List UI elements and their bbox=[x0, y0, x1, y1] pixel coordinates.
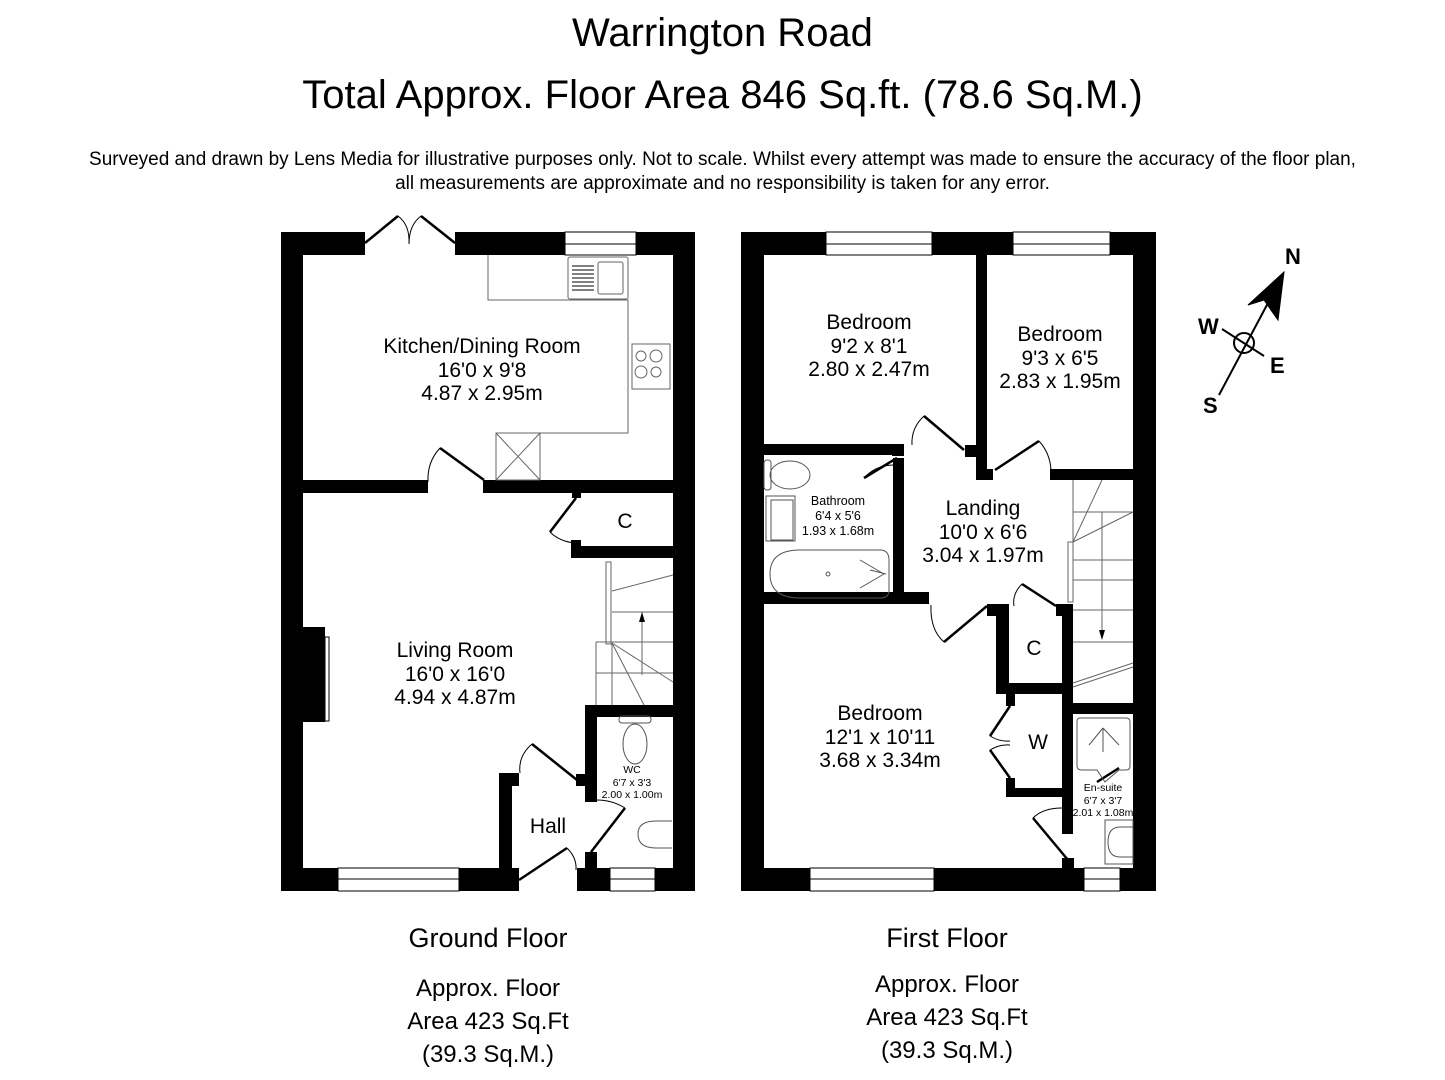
first-floor-windows bbox=[809, 231, 1121, 892]
room-name: Bedroom bbox=[837, 702, 923, 725]
room-label-wc: WC 6'7 x 3'3 2.00 x 1.00m bbox=[602, 764, 663, 802]
area-line: Approx. Floor bbox=[874, 971, 1020, 998]
ensuite-fixtures bbox=[1076, 717, 1134, 865]
room-size-metric: 2.83 x 1.95m bbox=[999, 370, 1121, 394]
area-line: (39.3 Sq.M.) bbox=[421, 1041, 555, 1068]
room-name: Bedroom bbox=[1017, 323, 1103, 346]
room-size-metric: 3.04 x 1.97m bbox=[922, 544, 1044, 568]
room-size-imperial: 9'3 x 6'5 bbox=[1021, 346, 1099, 370]
room-size-imperial: 9'2 x 8'1 bbox=[830, 334, 908, 358]
room-name: Kitchen/Dining Room bbox=[383, 335, 581, 358]
room-label-bedroom-1: Bedroom 12'1 x 10'11 3.68 x 3.34m bbox=[819, 702, 940, 773]
room-size-imperial: 16'0 x 9'8 bbox=[437, 358, 527, 382]
ground-floor-area: Approx. Floor Area 423 Sq.Ft (39.3 Sq.M.… bbox=[407, 972, 568, 1071]
ground-stairs bbox=[595, 561, 674, 706]
disclaimer-line-1: Surveyed and drawn by Lens Media for ill… bbox=[89, 149, 1356, 170]
disclaimer-line-2: all measurements are approximate and no … bbox=[395, 173, 1050, 194]
room-size-imperial: 6'4 x 5'6 bbox=[815, 509, 861, 523]
room-size-metric: 4.94 x 4.87m bbox=[394, 686, 516, 710]
first-floor-walls bbox=[741, 232, 1156, 891]
room-name: Bedroom bbox=[826, 311, 912, 334]
drainer-icon bbox=[572, 265, 594, 291]
area-line: Approx. Floor bbox=[415, 975, 561, 1002]
property-title: Warrington Road bbox=[572, 11, 873, 55]
room-size-imperial: 10'0 x 6'6 bbox=[938, 520, 1028, 544]
area-line: (39.3 Sq.M.) bbox=[880, 1037, 1014, 1064]
ground-floor-windows bbox=[337, 231, 656, 892]
room-size-metric: 2.00 x 1.00m bbox=[601, 789, 663, 802]
room-name: Hall bbox=[529, 815, 567, 838]
compass-east-label: E bbox=[1270, 353, 1285, 378]
first-floor-area: Approx. Floor Area 423 Sq.Ft (39.3 Sq.M.… bbox=[866, 968, 1027, 1067]
room-label-living-room: Living Room 16'0 x 16'0 4.94 x 4.87m bbox=[394, 639, 515, 710]
ground-floor-doors bbox=[364, 215, 626, 882]
room-size-metric: 3.68 x 3.34m bbox=[819, 749, 941, 773]
compass-west-label: W bbox=[1198, 314, 1219, 339]
room-size-metric: 2.01 x 1.08m bbox=[1072, 807, 1134, 820]
room-size-imperial: 6'7 x 3'7 bbox=[1083, 794, 1123, 807]
ground-floor-title: Ground Floor bbox=[408, 923, 568, 953]
room-name: En-suite bbox=[1083, 782, 1123, 794]
room-label-bedroom-2: Bedroom 9'2 x 8'1 2.80 x 2.47m bbox=[808, 311, 929, 382]
room-name: C bbox=[1026, 637, 1042, 660]
room-label-bathroom: Bathroom 6'4 x 5'6 1.93 x 1.68m bbox=[802, 494, 874, 539]
first-floor-doors bbox=[863, 415, 1120, 861]
room-size-metric: 1.93 x 1.68m bbox=[801, 524, 875, 538]
compass-north-label: N bbox=[1285, 244, 1301, 269]
room-name: Bathroom bbox=[810, 494, 866, 508]
room-label-cupboard-first: C bbox=[1026, 637, 1041, 661]
room-name: Living Room bbox=[396, 639, 514, 662]
room-name: W bbox=[1028, 731, 1048, 754]
area-line: Area 423 Sq.Ft bbox=[866, 1004, 1028, 1031]
room-size-imperial: 12'1 x 10'11 bbox=[824, 725, 936, 749]
room-name: C bbox=[617, 510, 633, 533]
ground-floor-walls bbox=[281, 232, 695, 891]
room-label-wardrobe: W bbox=[1028, 731, 1048, 755]
room-label-cupboard: C bbox=[617, 510, 632, 534]
total-floor-area: Total Approx. Floor Area 846 Sq.ft. (78.… bbox=[302, 73, 1143, 117]
room-size-imperial: 6'7 x 3'3 bbox=[612, 776, 652, 789]
compass-rose-icon bbox=[1218, 270, 1285, 396]
area-line: Area 423 Sq.Ft bbox=[407, 1008, 569, 1035]
room-label-hall: Hall bbox=[530, 815, 566, 839]
bathroom-fixtures bbox=[763, 459, 890, 599]
room-name: WC bbox=[623, 764, 641, 776]
room-size-metric: 4.87 x 2.95m bbox=[421, 382, 543, 406]
wc-fixtures bbox=[618, 715, 672, 849]
room-name: Landing bbox=[945, 497, 1021, 520]
room-label-kitchen: Kitchen/Dining Room 16'0 x 9'8 4.87 x 2.… bbox=[383, 335, 580, 406]
room-label-ensuite: En-suite 6'7 x 3'7 2.01 x 1.08m bbox=[1073, 782, 1134, 820]
first-floor-title: First Floor bbox=[886, 923, 1008, 953]
room-label-bedroom-3: Bedroom 9'3 x 6'5 2.83 x 1.95m bbox=[999, 323, 1120, 394]
first-floor-stairs bbox=[1067, 479, 1134, 688]
kitchen-units bbox=[487, 255, 671, 481]
room-size-metric: 2.80 x 2.47m bbox=[808, 358, 930, 382]
compass-south-label: S bbox=[1203, 393, 1218, 418]
room-size-imperial: 16'0 x 16'0 bbox=[404, 662, 506, 686]
room-label-landing: Landing 10'0 x 6'6 3.04 x 1.97m bbox=[922, 497, 1043, 568]
